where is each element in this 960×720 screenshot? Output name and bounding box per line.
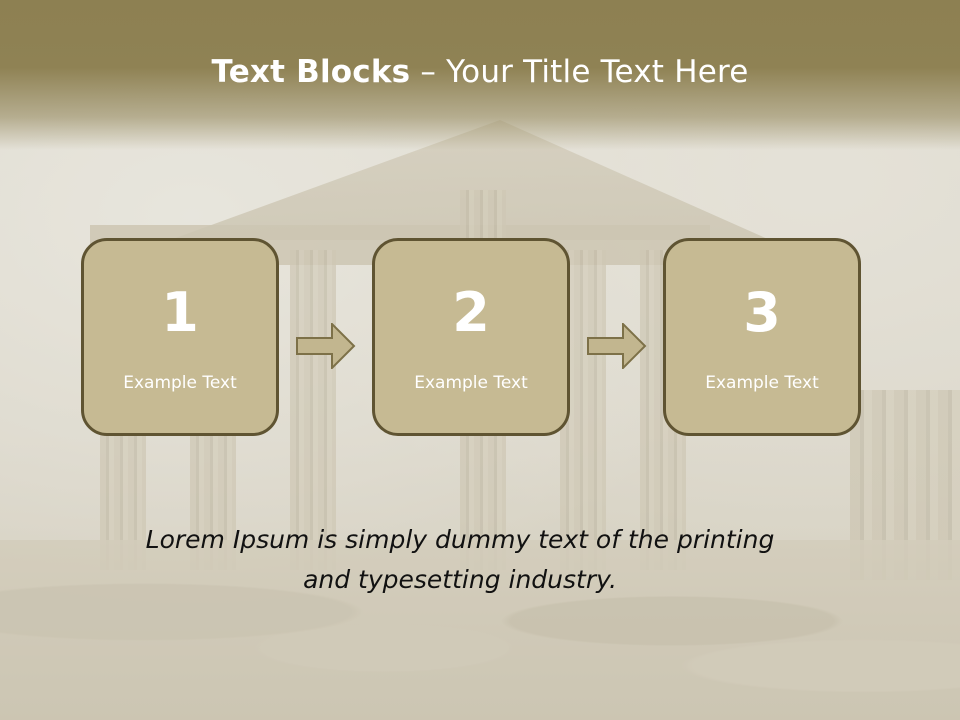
step-label: Example Text [705,373,819,393]
body-text: Lorem Ipsum is simply dummy text of the … [80,520,840,600]
title-band [0,0,960,150]
slide-title: Text Blocks – Your Title Text Here [0,54,960,90]
step-label: Example Text [123,373,237,393]
right-arrow-icon [296,323,356,369]
step-block-1: 1 Example Text [81,238,279,436]
title-dash: – [410,54,447,90]
step-number: 3 [743,281,781,344]
body-text-line-1: Lorem Ipsum is simply dummy text of the … [145,525,775,554]
step-block-2: 2 Example Text [372,238,570,436]
title-bold-part: Text Blocks [211,54,411,90]
step-label: Example Text [414,373,528,393]
body-text-line-2: and typesetting industry. [303,565,617,594]
step-number: 2 [452,281,490,344]
step-number: 1 [161,281,199,344]
step-block-3: 3 Example Text [663,238,861,436]
title-rest: Your Title Text Here [446,54,749,90]
right-arrow-icon [587,323,647,369]
